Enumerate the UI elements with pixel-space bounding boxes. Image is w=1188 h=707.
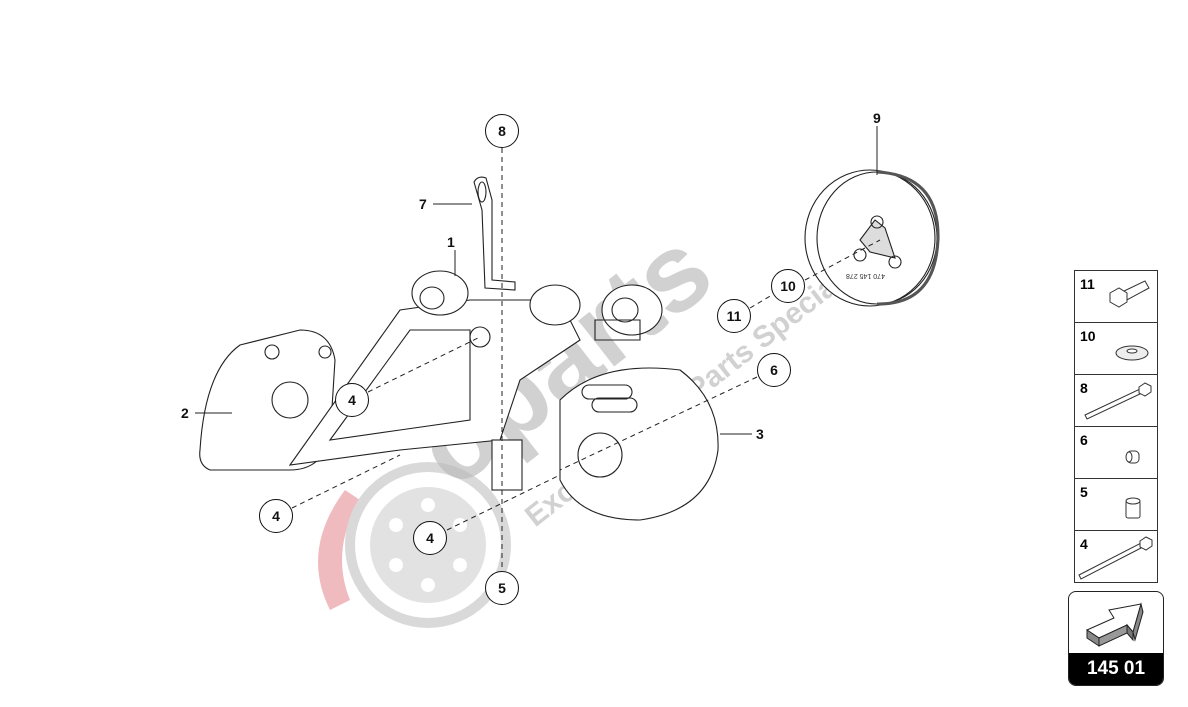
sleeve-icon <box>1125 497 1141 519</box>
callout-8[interactable]: 8 <box>485 114 519 148</box>
pulley-part-number: 470 145 278 <box>846 272 885 279</box>
callout-6[interactable]: 6 <box>757 353 791 387</box>
legend-item-6[interactable]: 6 <box>1075 427 1157 479</box>
arrow-icon <box>1085 602 1144 647</box>
parts-legend: 11 10 8 6 5 4 <box>1074 270 1158 583</box>
legend-item-4[interactable]: 4 <box>1075 531 1157 582</box>
label-9[interactable]: 9 <box>873 110 881 126</box>
watermark-logo <box>318 462 511 628</box>
washer-icon <box>1115 345 1149 361</box>
label-1[interactable]: 1 <box>447 234 455 250</box>
bolt-icon <box>1109 280 1150 308</box>
callout-10[interactable]: 10 <box>771 269 805 303</box>
callout-4[interactable]: 4 <box>413 521 447 555</box>
callout-4[interactable]: 4 <box>335 383 369 417</box>
legend-number: 10 <box>1080 328 1096 344</box>
label-2[interactable]: 2 <box>181 405 189 421</box>
legend-number: 8 <box>1080 380 1088 396</box>
legend-number: 11 <box>1080 276 1095 292</box>
callout-5[interactable]: 5 <box>485 571 519 605</box>
long-bolt-icon <box>1078 536 1153 580</box>
callout-4[interactable]: 4 <box>259 499 293 533</box>
legend-item-11[interactable]: 11 <box>1075 271 1157 323</box>
label-7[interactable]: 7 <box>419 196 427 212</box>
leader-lines <box>195 126 881 570</box>
legend-number: 5 <box>1080 484 1088 500</box>
legend-number: 6 <box>1080 432 1088 448</box>
page-number: 145 01 <box>1069 653 1163 685</box>
legend-item-10[interactable]: 10 <box>1075 323 1157 375</box>
long-bolt-icon <box>1084 382 1152 420</box>
callout-11[interactable]: 11 <box>717 299 751 333</box>
bushing-icon <box>1125 450 1140 464</box>
legend-item-8[interactable]: 8 <box>1075 375 1157 427</box>
next-page-button[interactable]: 145 01 <box>1068 591 1164 686</box>
legend-item-5[interactable]: 5 <box>1075 479 1157 531</box>
label-3[interactable]: 3 <box>756 426 764 442</box>
assembly-outline <box>199 169 940 521</box>
legend-number: 4 <box>1080 536 1088 552</box>
